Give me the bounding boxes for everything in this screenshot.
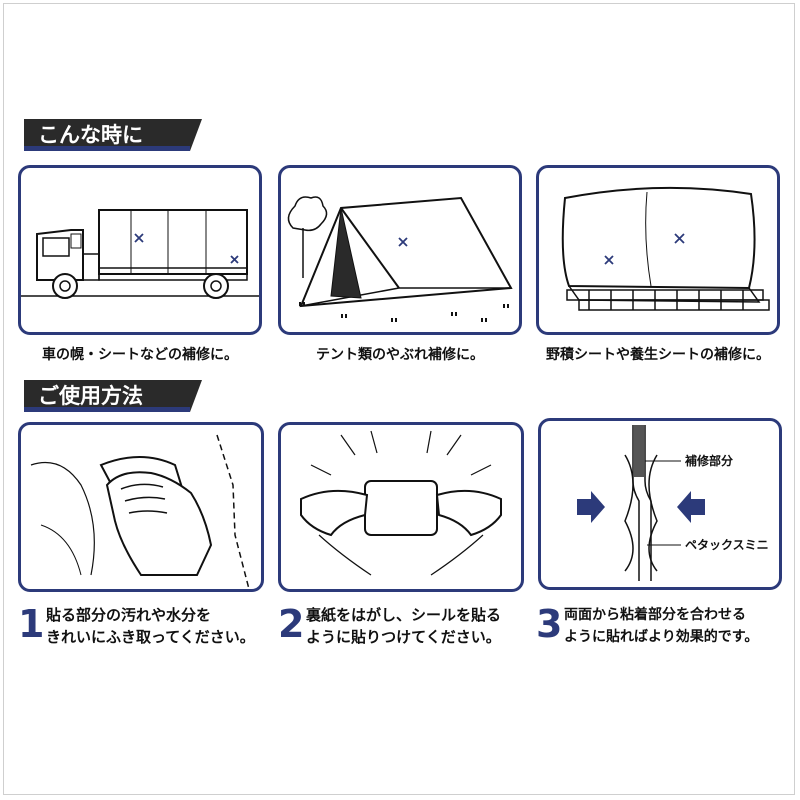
panel-peel (278, 422, 524, 592)
step-1-text: 貼る部分の汚れや水分を きれいにふき取ってください。 (46, 604, 255, 648)
label-repair-area: 補修部分 (684, 453, 733, 468)
panel-sheet (536, 165, 780, 335)
tent-illustration (287, 196, 513, 322)
caption-tent: テント類のやぶれ補修に。 (316, 347, 484, 363)
panel-sandwich: 補修部分 ペタックスミニ (538, 418, 782, 590)
step-2-line-1: 裏紙をはがし、シールを貼る (306, 606, 502, 624)
section-header-when: こんな時に (24, 119, 202, 151)
caption-truck: 車の幌・シートなどの補修に。 (42, 347, 238, 363)
step-2-text: 裏紙をはがし、シールを貼る ように貼りつけてください。 (306, 604, 501, 648)
panel-wipe (18, 422, 264, 592)
label-product: ペタックスミニ (685, 538, 769, 552)
step-2-line-2: ように貼りつけてください。 (306, 628, 501, 646)
caption-sheet: 野積シートや養生シートの補修に。 (546, 347, 770, 363)
step-1-line-2: きれいにふき取ってください。 (46, 628, 255, 646)
step-3-text: 両面から粘着部分を合わせる ように貼ればより効果的です。 (564, 604, 758, 648)
step-3-line-1: 両面から粘着部分を合わせる (564, 607, 746, 623)
step-2-number: 2 (278, 602, 305, 646)
step-1-line-1: 貼る部分の汚れや水分を (46, 606, 212, 624)
peel-illustration (300, 430, 502, 576)
page-frame (3, 3, 795, 795)
wipe-illustration (30, 434, 250, 589)
panel-tent (278, 165, 522, 335)
step-3-line-2: ように貼ればより効果的です。 (564, 629, 759, 645)
panel-truck (18, 165, 262, 335)
step-3-number: 3 (536, 602, 563, 646)
truck-illustration (21, 209, 259, 299)
sandwich-illustration: 補修部分 ペタックスミニ (577, 425, 769, 581)
section-header-howto: ご使用方法 (24, 380, 202, 412)
sheet-illustration (561, 186, 770, 311)
step-1-number: 1 (18, 602, 45, 646)
